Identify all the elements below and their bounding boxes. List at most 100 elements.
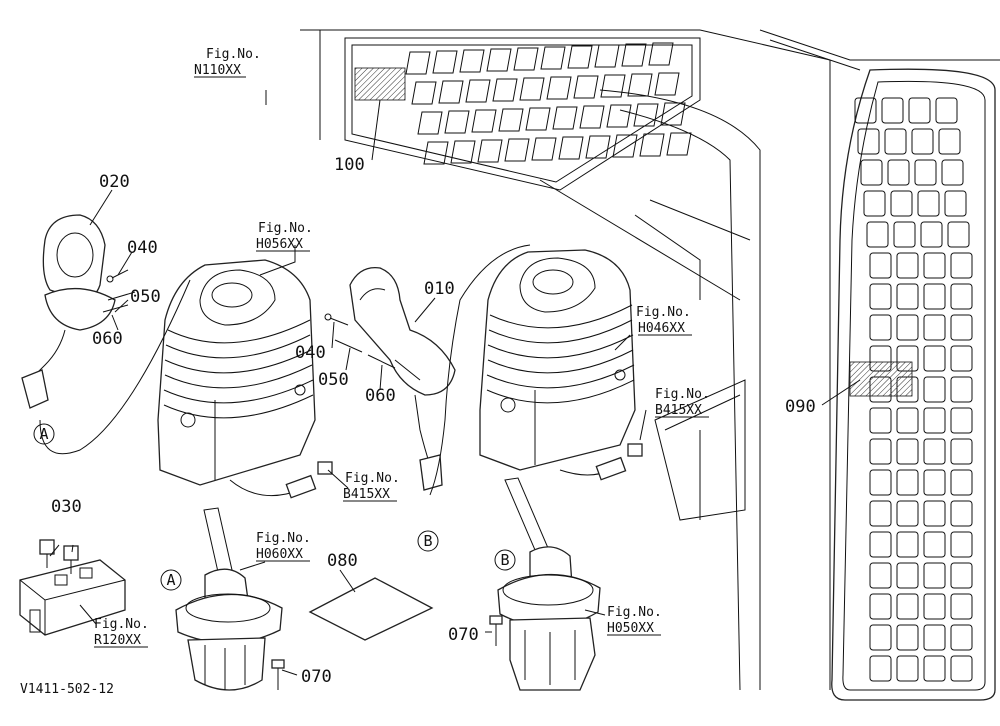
decal-sheet-080 — [308, 577, 434, 641]
grille-cell — [914, 159, 937, 186]
grille-cell — [896, 562, 919, 589]
fig-b415-right-code: B415XX — [655, 403, 702, 418]
left-joystick-grip — [21, 214, 116, 409]
grille-cell — [896, 438, 919, 465]
fig-h060-code: H060XX — [256, 547, 303, 562]
grille-cell — [950, 407, 973, 434]
part-020-label: 020 — [99, 172, 130, 192]
grille-cell — [459, 49, 485, 73]
connector-a-upper — [33, 423, 55, 445]
grille-cell — [923, 345, 946, 372]
connector-a-lower — [160, 569, 182, 591]
fig-r120-label: Fig.No. — [94, 617, 149, 632]
grille-cell — [950, 438, 973, 465]
grille-cell — [950, 314, 973, 341]
grille-cell — [950, 655, 973, 682]
grille-cell — [896, 407, 919, 434]
grille-cell — [917, 190, 940, 217]
grille-cell — [432, 50, 458, 74]
grille-cell — [477, 139, 503, 163]
grille-cell — [411, 81, 437, 105]
grille-cell — [923, 562, 946, 589]
connector-b-lower-label: B — [500, 551, 509, 569]
part-040-left-label: 040 — [127, 238, 158, 258]
grille-cell — [896, 531, 919, 558]
grille-cell — [923, 376, 946, 403]
fig-b415-left-label: Fig.No. — [345, 471, 400, 486]
grille-cell — [857, 128, 880, 155]
connector-b-upper — [417, 530, 439, 552]
grille-cell — [558, 136, 584, 160]
connector-b-upper-label: B — [423, 532, 432, 550]
grille-cell — [950, 593, 973, 620]
grille-cell — [896, 252, 919, 279]
grille-cell — [950, 624, 973, 651]
grille-cell — [908, 97, 931, 124]
grille-cell — [893, 221, 916, 248]
grille-cell — [648, 42, 674, 66]
grille-cell — [627, 73, 653, 97]
grille-cell — [920, 221, 943, 248]
part-060-left-label: 060 — [92, 329, 123, 349]
fig-h046-code: H046XX — [638, 321, 685, 336]
grille-cell — [896, 469, 919, 496]
grille-cell — [950, 252, 973, 279]
cab-frame — [300, 29, 1000, 691]
fig-b415-right-label: Fig.No. — [655, 387, 710, 402]
part-060-right-label: 060 — [365, 386, 396, 406]
grille-cell — [552, 106, 578, 130]
grille-cell — [896, 283, 919, 310]
grille-cell — [941, 159, 964, 186]
grille-cell — [923, 531, 946, 558]
connector-b415-right — [595, 443, 643, 481]
grille-cell — [471, 109, 497, 133]
grille-cell — [504, 138, 530, 162]
diagram-code: V1411-502-12 — [20, 682, 114, 697]
grille-cell — [585, 135, 611, 159]
grille-cell — [923, 438, 946, 465]
grille-cell — [869, 283, 892, 310]
grille-cell — [950, 283, 973, 310]
grille-cell — [594, 44, 620, 68]
grille-cell — [869, 562, 892, 589]
grille-cell — [869, 438, 892, 465]
grille-cell — [896, 500, 919, 527]
grille-cell — [944, 190, 967, 217]
grille-cell — [573, 75, 599, 99]
grille-cell — [438, 80, 464, 104]
relay-030-a — [39, 539, 55, 568]
grille-cell — [923, 593, 946, 620]
grille-cell — [513, 47, 539, 71]
grille-cell — [423, 141, 449, 165]
grille-cell — [923, 624, 946, 651]
fig-n110-code: N110XX — [194, 63, 241, 78]
grille-cell — [654, 72, 680, 96]
grille-cell — [444, 110, 470, 134]
grille-cell — [923, 469, 946, 496]
bolt-070-left — [271, 659, 285, 690]
connector-a-lower-label: A — [166, 571, 175, 589]
grille-cell — [465, 79, 491, 103]
fig-h060-label: Fig.No. — [256, 531, 311, 546]
fig-b415-left-code: B415XX — [343, 487, 390, 502]
grille-cell — [869, 531, 892, 558]
grille-cell — [869, 655, 892, 682]
bolt-070-right — [489, 615, 503, 646]
connector-b-lower — [494, 549, 516, 571]
grille-cell — [938, 128, 961, 155]
pins-050-060-right — [334, 339, 396, 369]
grille-cell — [492, 78, 518, 102]
relay-block — [19, 559, 126, 636]
grille-cell — [869, 252, 892, 279]
screw-040-left — [106, 269, 129, 283]
grille-cell — [869, 593, 892, 620]
grille-cell — [612, 134, 638, 158]
grille-cell — [860, 159, 883, 186]
grille-cell — [950, 345, 973, 372]
right-joystick-boot — [479, 249, 636, 471]
grille-cell — [896, 593, 919, 620]
connector-a-upper-label: A — [39, 425, 48, 443]
grille-cell — [863, 190, 886, 217]
part-070-left-label: 070 — [301, 667, 332, 687]
